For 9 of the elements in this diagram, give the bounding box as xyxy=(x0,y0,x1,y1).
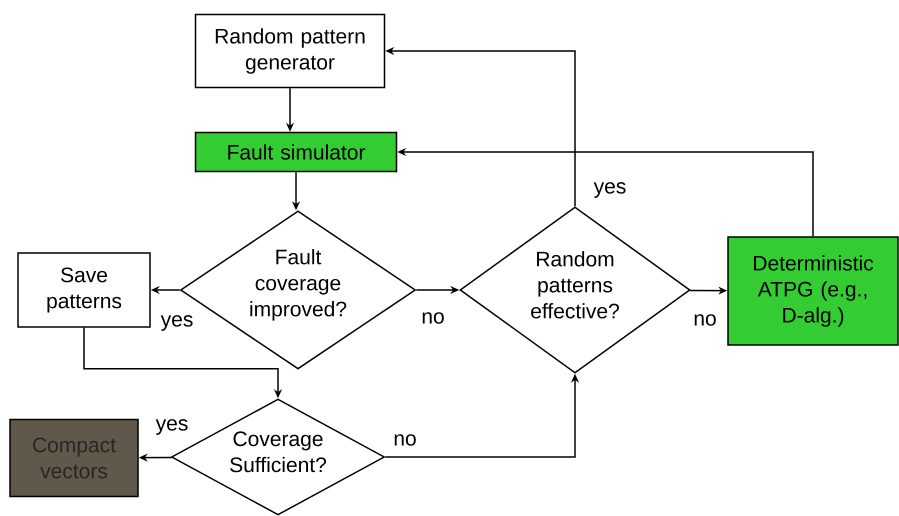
process-box: Deterministic ATPG (e.g., D-alg.) xyxy=(727,236,899,346)
process-box: Fault simulator xyxy=(194,132,398,172)
edge-label: no xyxy=(692,313,718,327)
process-box: Save patterns xyxy=(17,252,151,328)
process-box: Random pattern generator xyxy=(194,14,386,88)
edge-label: yes xyxy=(592,181,628,199)
process-box: Compact vectors xyxy=(9,418,139,498)
edge-label: no xyxy=(420,311,446,325)
edge-label: no xyxy=(392,433,418,447)
